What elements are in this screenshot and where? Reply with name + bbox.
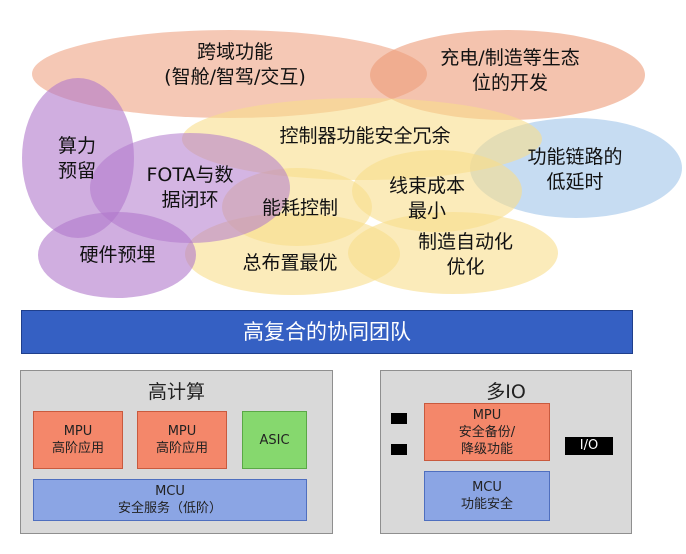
multi-io-mpu: MPU 安全备份/ 降级功能 — [424, 403, 550, 461]
fota-line-1: FOTA与数 — [146, 164, 234, 186]
high-compute-mpu-2-title: MPU — [167, 424, 197, 439]
harness-cost-line-2: 最小 — [407, 200, 446, 222]
charging-line-2: 位的开发 — [471, 72, 548, 94]
harness-cost-line-1: 线束成本 — [388, 175, 465, 197]
high-compute-mcu-title: MCU — [155, 484, 185, 499]
high-compute-mcu: MCU 安全服务（低阶） — [33, 479, 307, 521]
energy-control-line-1: 能耗控制 — [261, 197, 338, 219]
safety-redundancy-label: 控制器功能安全冗余 — [235, 124, 495, 149]
high-compute-asic: ASIC — [242, 411, 307, 469]
high-compute-mpu-1-desc: 高阶应用 — [51, 441, 104, 456]
fota-line-2: 据闭环 — [161, 189, 219, 211]
high-compute-panel: 高计算 MPU 高阶应用 MPU 高阶应用 ASIC MCU 安全服务（低阶） — [20, 370, 333, 534]
hw-preembed-label: 硬件预埋 — [60, 243, 175, 268]
energy-control-label: 能耗控制 — [245, 196, 355, 221]
high-compute-asic-label: ASIC — [259, 432, 290, 448]
io-pin-bottom — [391, 444, 407, 455]
fota-label: FOTA与数 据闭环 — [130, 163, 250, 213]
cross-domain-line-1: 跨域功能 — [196, 41, 273, 63]
multi-io-mcu-title: MCU — [472, 480, 502, 495]
high-compute-mpu-2-desc: 高阶应用 — [155, 441, 208, 456]
high-compute-mcu-desc: 安全服务（低阶） — [117, 501, 222, 516]
mfg-automation-label: 制造自动化 优化 — [398, 230, 533, 280]
harness-cost-label: 线束成本 最小 — [372, 174, 482, 224]
high-compute-mpu-2: MPU 高阶应用 — [137, 411, 227, 469]
charging-label: 充电/制造等生态 位的开发 — [405, 46, 615, 96]
cross-domain-line-2: (智舱/智驾/交互) — [164, 66, 306, 88]
team-bar: 高复合的协同团队 — [21, 310, 633, 354]
multi-io-mcu: MCU 功能安全 — [424, 471, 550, 521]
safety-redundancy-line-1: 控制器功能安全冗余 — [279, 125, 451, 147]
high-compute-mpu-1: MPU 高阶应用 — [33, 411, 123, 469]
low-latency-label: 功能链路的 低延时 — [505, 145, 645, 195]
compute-reserve-label: 算力 预留 — [42, 134, 112, 184]
multi-io-mpu-desc-1: 安全备份/ — [458, 424, 516, 440]
cross-domain-label: 跨域功能 (智舱/智驾/交互) — [120, 40, 350, 90]
mfg-automation-line-1: 制造自动化 — [417, 231, 513, 253]
compute-reserve-line-1: 算力 — [57, 135, 96, 157]
multi-io-title: 多IO — [486, 381, 526, 403]
multi-io-mcu-desc: 功能安全 — [460, 497, 513, 512]
charging-line-1: 充电/制造等生态 — [440, 47, 580, 69]
layout-optimal-line-1: 总布置最优 — [242, 252, 338, 274]
low-latency-line-2: 低延时 — [546, 171, 604, 193]
layout-optimal-label: 总布置最优 — [225, 251, 355, 276]
hw-preembed-line-1: 硬件预埋 — [79, 244, 156, 266]
io-label: I/O — [565, 437, 613, 455]
bubble-hw-preembed-shape — [38, 212, 196, 298]
compute-reserve-line-2: 预留 — [57, 160, 96, 182]
mfg-automation-line-2: 优化 — [446, 256, 485, 278]
io-pin-top — [391, 413, 407, 424]
high-compute-mpu-1-title: MPU — [63, 424, 93, 439]
low-latency-line-1: 功能链路的 — [527, 146, 623, 168]
high-compute-title: 高计算 — [147, 381, 205, 403]
multi-io-mpu-desc-2: 降级功能 — [460, 441, 513, 457]
multi-io-mpu-title: MPU — [472, 407, 502, 423]
multi-io-panel: 多IO MPU 安全备份/ 降级功能 I/O MCU 功能安全 — [380, 370, 632, 534]
